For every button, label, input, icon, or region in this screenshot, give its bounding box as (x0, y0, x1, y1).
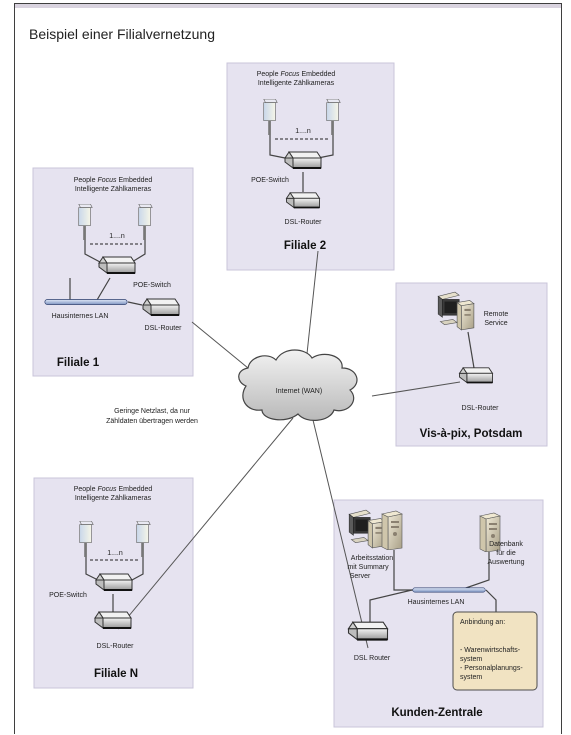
filiale-2-cam-text-focus: Focus (280, 71, 300, 78)
filiale-n-cam-text-focus: Focus (97, 486, 117, 493)
link-visapix-wan (371, 381, 461, 397)
filiale-1-lan-router-wire (127, 301, 143, 306)
internet-cloud: Internet (WAN) (238, 349, 358, 421)
zentrale-note-line-1: - Warenwirtschafts- (460, 647, 521, 654)
filiale-n-title: Filiale N (94, 668, 138, 680)
filiale-1-router-icon (141, 297, 181, 317)
zentrale-title: Kunden-Zentrale (391, 707, 482, 719)
filiale-2-cam-line-1: People Focus Embedded (257, 71, 336, 78)
filiale-1-cam-text-a: People (74, 177, 98, 184)
link-zentrale-wan (312, 419, 369, 649)
visapix-title: Vis-à-pix, Potsdam (420, 428, 523, 440)
filiale-n-camn-wire (131, 557, 144, 581)
visapix-remote-line-2: Service (484, 320, 507, 327)
filiale-n-switch-icon (95, 573, 133, 591)
filiale-n-count: 1....n (107, 550, 123, 557)
filiale-1-count: 1....n (109, 233, 125, 240)
zentrale-group: Arbeitsstation mit Summary Server Datenb… (347, 509, 538, 719)
zentrale-note-title: Anbindung an: (460, 619, 505, 626)
page-title: Beispiel einer Filialvernetzung (29, 26, 215, 42)
zentrale-lan-label: Hausinternes LAN (408, 599, 465, 606)
netload-line-2: Zähldaten übertragen werden (106, 418, 198, 425)
filiale-1-switch-label: POE-Switch (133, 282, 171, 289)
filiale-1-cam-text-focus: Focus (97, 177, 117, 184)
zentrale-db-line-3: Auswertung (488, 559, 525, 566)
zentrale-lan-router-wire (369, 589, 413, 624)
filiale-n-router-label: DSL-Router (97, 643, 135, 650)
zentrale-lan-note-wire (485, 589, 497, 612)
zentrale-ws-line-3: Server (350, 573, 371, 580)
filiale-2-cam-text-a: People (257, 71, 281, 78)
zentrale-lan-icon (412, 587, 486, 593)
filiale-2-router-label: DSL-Router (285, 219, 323, 226)
cloud-label: Internet (WAN) (276, 388, 322, 395)
filiale-2-router-icon (285, 191, 321, 209)
filiale-1-cam-line-2: Intelligente Zählkameras (75, 186, 152, 193)
filiale-1-lan-icon (44, 299, 128, 305)
filiale-2-cam-line-2: Intelligente Zählkameras (258, 80, 335, 87)
filiale-1-lan-label: Hausinternes LAN (52, 313, 109, 320)
link-filiale-n-wan (117, 417, 294, 630)
filiale-n-switch-label: POE-Switch (49, 592, 87, 599)
filiale-2-cam1-wire (269, 135, 286, 159)
filiale-n-group: People Focus Embedded Intelligente Zählk… (49, 486, 152, 680)
frame-border (14, 3, 562, 734)
zentrale-db-line-1: Datenbank (489, 541, 523, 548)
filiale-n-router-icon (93, 610, 133, 630)
filiale-1-switch-icon (98, 256, 136, 274)
filiale-n-cam-line-1: People Focus Embedded (74, 486, 153, 493)
zentrale-db-lan-wire (459, 552, 490, 591)
filiale-2-group: People Focus Embedded Intelligente Zählk… (251, 71, 341, 252)
visapix-pc-router-wire (467, 331, 475, 369)
zentrale-summary-server-icon (381, 510, 403, 550)
zentrale-note-line-3: - Personalplanungs- (460, 665, 523, 672)
filiale-2-camn-wire (317, 135, 334, 159)
zentrale-db-line-2: für die (496, 550, 516, 557)
filiale-2-switch-icon (284, 151, 322, 169)
visapix-router-icon (458, 366, 494, 384)
filiale-n-cam-text-b: Embedded (117, 486, 153, 493)
zentrale-router-icon (347, 621, 389, 641)
zentrale-note-box (452, 611, 538, 691)
filiale-1-cam-line-1: People Focus Embedded (74, 177, 153, 184)
zentrale-router-label: DSL Router (354, 655, 391, 662)
link-filiale-2-wan (305, 250, 319, 364)
top-rule (15, 3, 561, 8)
visapix-group: Remote Service DSL-Router Vis-à-pix, Pot… (420, 291, 523, 440)
filiale-1-cam1-wire (84, 240, 101, 263)
filiale-1-cam-text-b: Embedded (117, 177, 153, 184)
filiale-1-camn-wire (131, 240, 146, 263)
filiale-2-cam-text-b: Embedded (300, 71, 336, 78)
filiale-n-cam-line-2: Intelligente Zählkameras (75, 495, 152, 502)
zentrale-ws-lan-wire (393, 550, 414, 591)
zentrale-ws-line-1: Arbeitsstation (351, 555, 394, 562)
visapix-router-label: DSL-Router (462, 405, 500, 412)
filiale-n-cam-text-a: People (74, 486, 98, 493)
filiale-2-title: Filiale 2 (284, 240, 326, 252)
zentrale-note-line-2: system (460, 656, 482, 663)
visapix-remote-line-1: Remote (484, 311, 509, 318)
filiale-1-title: Filiale 1 (57, 357, 100, 369)
filiale-n-cam1-wire (85, 557, 99, 581)
zentrale-ws-line-2: mit Summary (347, 564, 389, 571)
zentrale-note-line-4: system (460, 674, 482, 681)
netload-line-1: Geringe Netzlast, da nur (114, 408, 191, 415)
filiale-2-switch-label: POE-Switch (251, 177, 289, 184)
link-filiale-1-wan (191, 321, 249, 369)
filiale-2-count: 1....n (295, 128, 311, 135)
filiale-1-group: People Focus Embedded Intelligente Zählk… (44, 177, 183, 369)
filiale-1-router-label: DSL-Router (145, 325, 183, 332)
